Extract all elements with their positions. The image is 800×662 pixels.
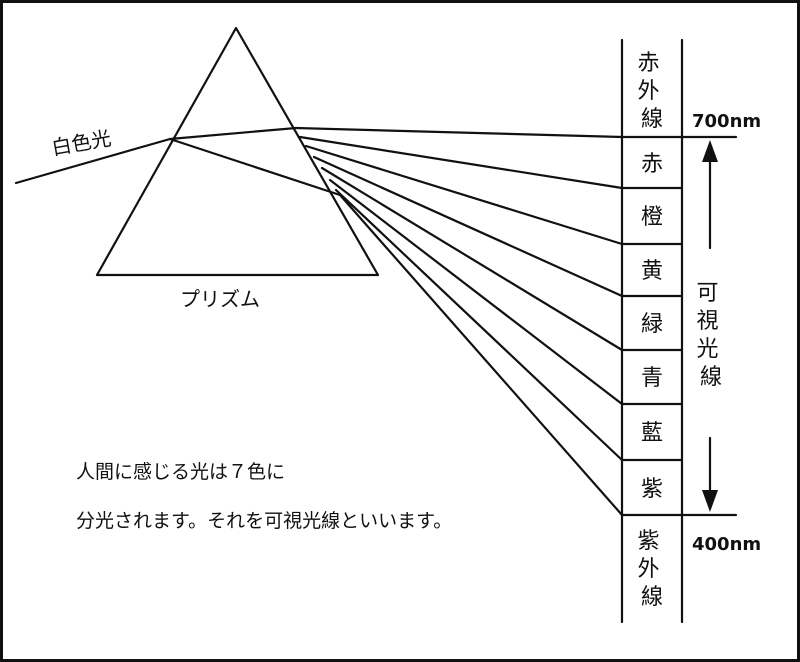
ultraviolet-char: 線	[641, 585, 663, 610]
prism-label: プリズム	[180, 287, 260, 311]
ray-orange	[304, 144, 624, 246]
color-red-label: 赤	[641, 152, 663, 177]
spectrum-column: 赤 外 線 赤 橙 黄 緑 青 藍 紫 紫 外 線	[620, 38, 684, 624]
ultraviolet-label: 紫 外 線	[637, 529, 666, 610]
dispersed-rays	[294, 126, 624, 517]
white-light-ray	[14, 137, 172, 185]
color-yellow-label: 黄	[641, 259, 663, 284]
infrared-char: 赤	[637, 51, 659, 76]
ray-violet	[338, 193, 624, 517]
ultraviolet-char: 外	[637, 557, 659, 582]
visible-light-char: 視	[696, 309, 718, 334]
color-indigo-label: 藍	[641, 421, 663, 446]
infrared-char: 外	[637, 79, 659, 104]
visible-light-char: 可	[696, 281, 718, 306]
infrared-char: 線	[641, 107, 663, 132]
color-green-label: 緑	[641, 312, 663, 337]
visible-light-char: 線	[700, 365, 722, 390]
color-blue-label: 青	[641, 366, 663, 391]
down-arrow-head	[702, 490, 718, 512]
white-light-label: 白色光	[50, 126, 113, 160]
caption-line-1: 人間に感じる光は７色に	[76, 461, 285, 483]
prism-triangle	[95, 26, 380, 277]
ray-yellow	[312, 155, 624, 298]
caption-line-2: 分光されます。それを可視光線といいます。	[76, 510, 452, 532]
ray-red	[298, 135, 624, 190]
inner-ray-bottom	[168, 137, 342, 197]
ultraviolet-char: 紫	[637, 529, 659, 554]
color-orange-label: 橙	[641, 205, 663, 230]
up-arrow-head	[702, 140, 718, 162]
ray-blue	[328, 178, 624, 406]
lower-wavelength-label: 400nm	[692, 534, 761, 555]
visible-light-char: 光	[696, 337, 718, 362]
color-violet-label: 紫	[641, 477, 663, 502]
upper-wavelength-label: 700nm	[692, 111, 761, 132]
inner-ray-top	[168, 126, 298, 141]
ray-infrared	[294, 126, 624, 139]
ray-indigo	[334, 188, 624, 462]
infrared-label: 赤 外 線	[637, 51, 666, 132]
ray-green	[320, 166, 624, 352]
visible-light-label: 可 視 光 線	[696, 281, 725, 390]
